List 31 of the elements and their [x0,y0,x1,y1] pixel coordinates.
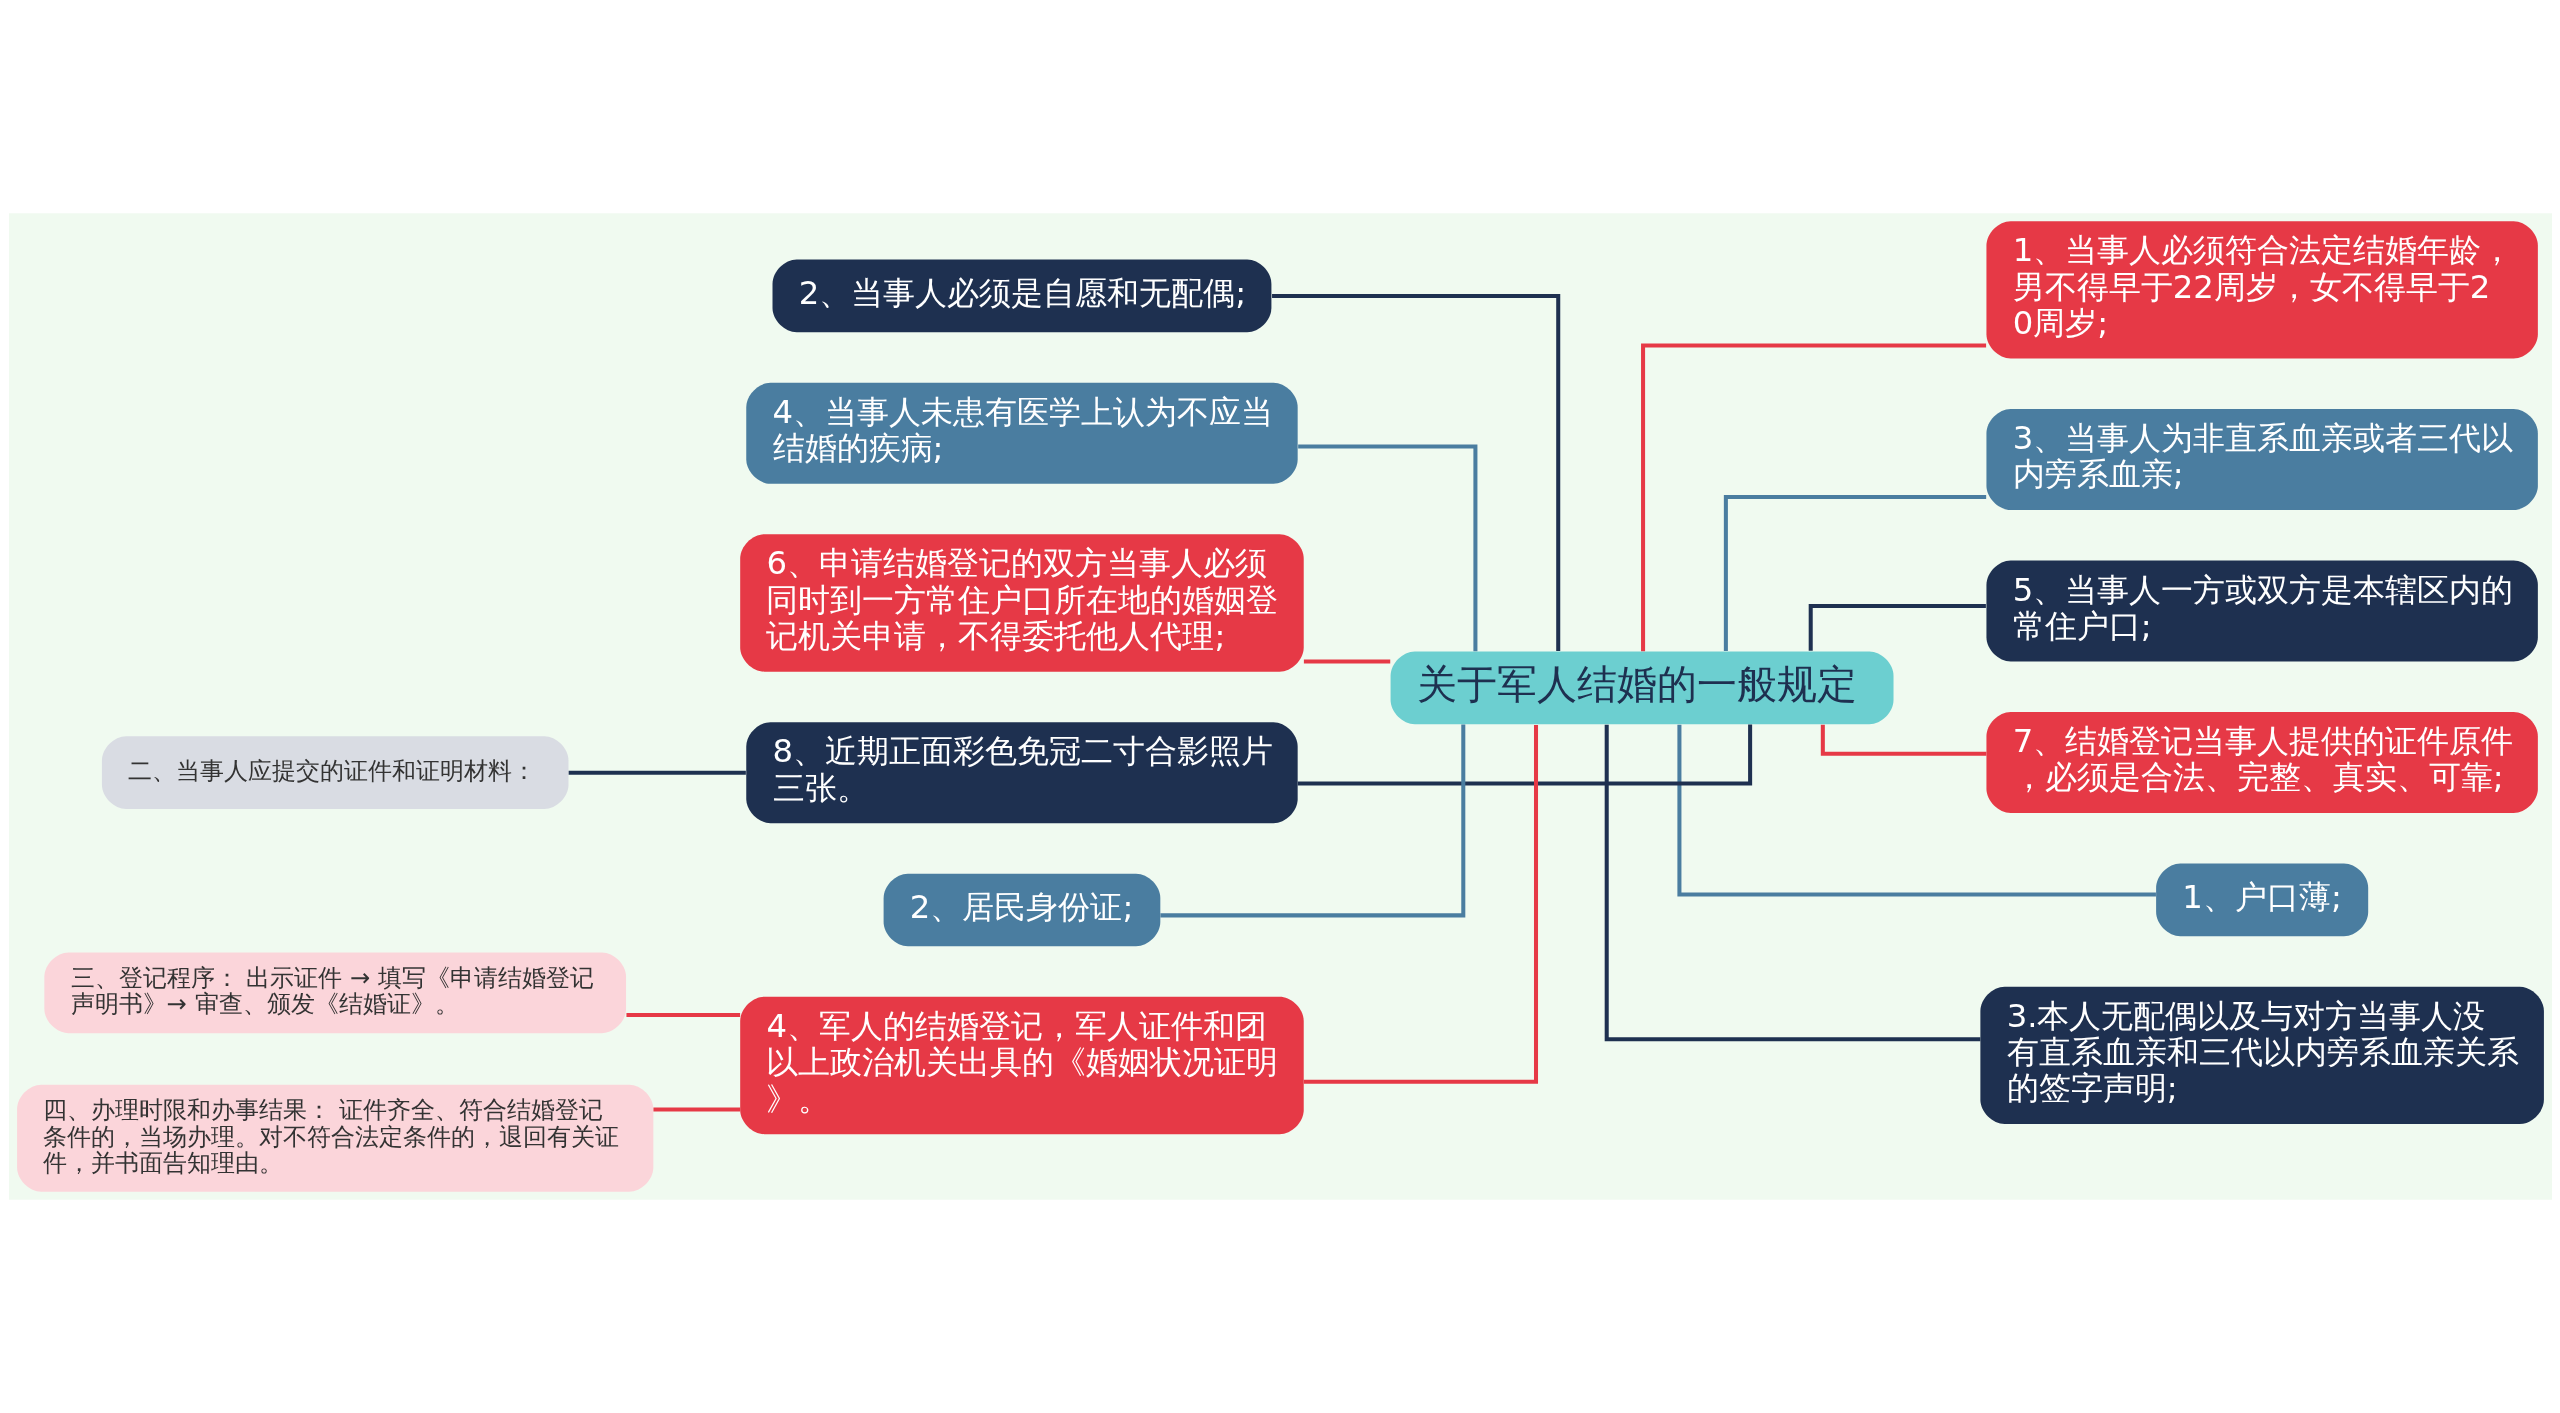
node-box: 6、申请结婚登记的双方当事人必须同时到一方常住户口所在地的婚姻登记机关申请，不得委托他人代理; [739,534,1304,672]
connector [568,770,746,775]
connector [1303,659,1390,664]
node-box: 4、军人的结婚登记，军人证件和团以上政治机关出具的《婚姻状况证明》。 [739,996,1304,1135]
node-box: 4、当事人未患有医学上认为不应当结婚的疾病; [745,382,1298,484]
connector [1303,724,1538,1084]
node-box: 2、当事人必须是自愿和无配偶; [772,259,1271,333]
node-box: 二、当事人应提交的证件和证明材料： [101,736,568,809]
node-box: 3.本人无配偶以及与对方当事人没有直系血亲和三代以内旁系血亲关系的签字声明; [1979,986,2544,1125]
node-box: 7、结婚登记当事人提供的证件原件，必须是合法、完整、真实、可靠; [1985,712,2538,814]
node-box: 1、户口薄; [2155,863,2368,937]
connector [1159,724,1465,918]
node-box: 3、当事人为非直系血亲或者三代以内旁系血亲; [1985,409,2538,511]
connector [1676,724,2156,897]
connector [1808,604,1986,651]
node-box: 三、登记程序： 出示证件 → 填写《申请结婚登记声明书》→ 审查、颁发《结婚证》。 [43,952,626,1034]
node-box: 1、当事人必须符合法定结婚年龄，男不得早于22周岁，女不得早于20周岁; [1985,221,2538,359]
node-box: 四、办理时限和办事结果： 证件齐全、符合结婚登记条件的，当场办理。对不符合法定条件的，退回有关证件，并书面告知理由。 [16,1084,653,1192]
connector [1640,343,1986,652]
connector [1723,494,1986,651]
connector [1297,444,1477,652]
node-box: 关于军人结婚的一般规定 [1390,651,1894,725]
connector [1820,724,1986,756]
node-box: 8、近期正面彩色免冠二寸合影照片三张。 [745,722,1298,824]
connector [625,1013,740,1018]
node-box: 2、居民身份证; [883,873,1160,947]
connector [652,1107,740,1112]
node-box: 5、当事人一方或双方是本辖区内的常住户口; [1985,560,2538,662]
connector [1297,724,1752,786]
connector [1604,724,1980,1042]
connector [1271,293,1560,651]
